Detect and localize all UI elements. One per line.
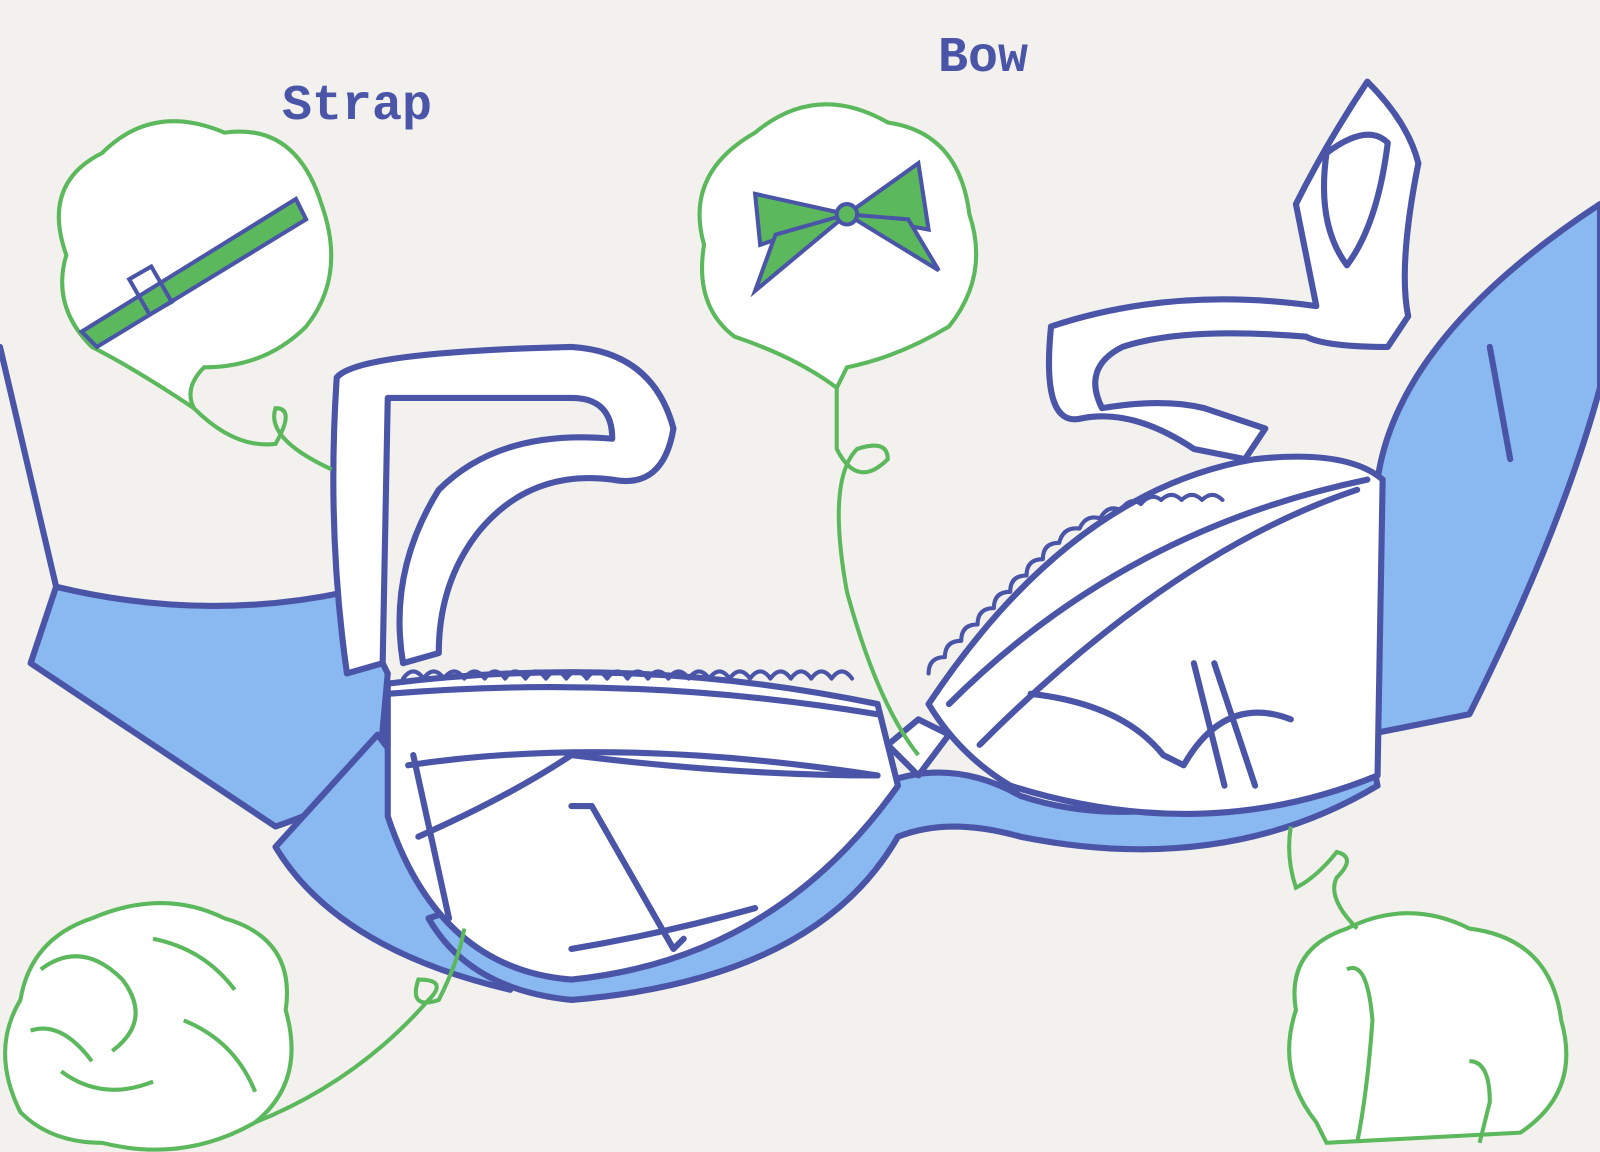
right-arm-line bbox=[1486, 343, 1514, 463]
underwire-callout-line bbox=[1287, 826, 1359, 930]
left-arm bbox=[0, 343, 60, 590]
right-strap bbox=[1045, 78, 1422, 463]
strap-label: Strap bbox=[282, 78, 433, 135]
strap-callout-line bbox=[192, 406, 333, 472]
right-lace-trim bbox=[926, 492, 1225, 676]
bow-callout-line bbox=[834, 387, 920, 757]
left-lace-trim bbox=[401, 669, 855, 681]
bow-callout-bubble bbox=[697, 102, 979, 391]
right-cup bbox=[925, 453, 1386, 817]
lace-callout-line bbox=[254, 928, 467, 1125]
bow-label: Bow bbox=[938, 30, 1029, 87]
left-strap bbox=[330, 343, 677, 677]
bow-icon bbox=[750, 159, 941, 298]
lace-callout-bubble bbox=[3, 900, 294, 1152]
strap-icon bbox=[78, 196, 309, 350]
underwire-callout-bubble bbox=[1287, 911, 1569, 1145]
